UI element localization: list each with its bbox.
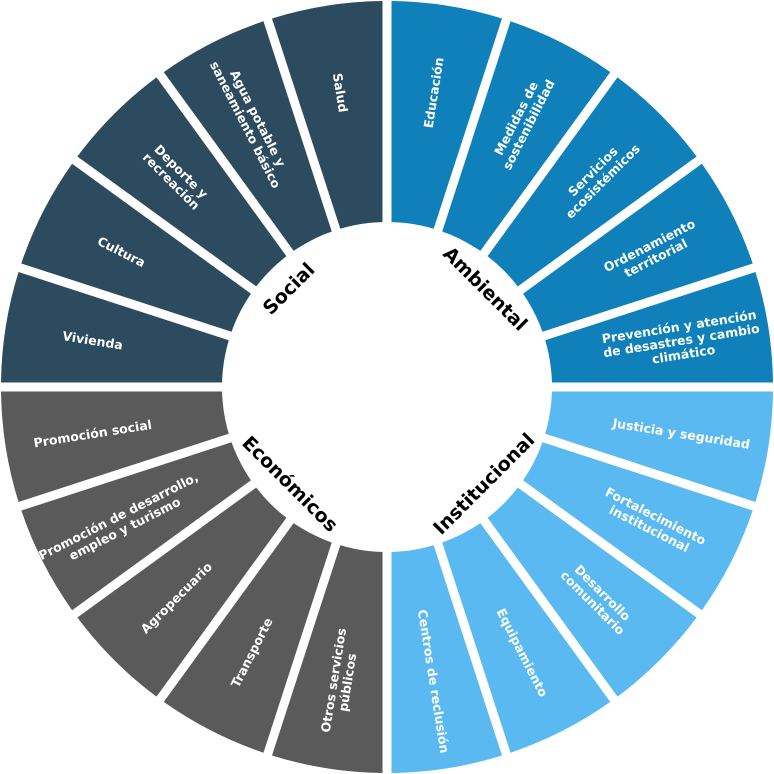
segment-economicos-5	[1, 391, 231, 502]
segment-economicos-2	[163, 521, 333, 753]
segment-social-2	[21, 163, 253, 333]
segment-economicos-4	[21, 441, 253, 611]
segment-institucional-4	[441, 521, 611, 753]
segment-social-3	[77, 77, 288, 288]
segment-institucional-1	[543, 391, 773, 502]
segment-social-4	[163, 21, 333, 253]
segment-institucional-2	[521, 441, 753, 611]
segment-economicos-1	[272, 543, 383, 773]
segment-ambiental-2	[441, 21, 611, 253]
segment-label-social-5: Salud	[330, 72, 351, 113]
segment-social-5	[272, 1, 383, 231]
center-hub	[222, 222, 552, 552]
segment-ambiental-5	[543, 272, 773, 383]
segment-institucional-3	[486, 486, 697, 697]
segment-institucional-5	[391, 543, 502, 773]
segment-ambiental-4	[521, 163, 753, 333]
segment-ambiental-3	[486, 77, 697, 288]
segment-ambiental-1	[391, 1, 502, 231]
segment-social-1	[1, 272, 231, 383]
segment-economicos-3	[77, 486, 288, 697]
